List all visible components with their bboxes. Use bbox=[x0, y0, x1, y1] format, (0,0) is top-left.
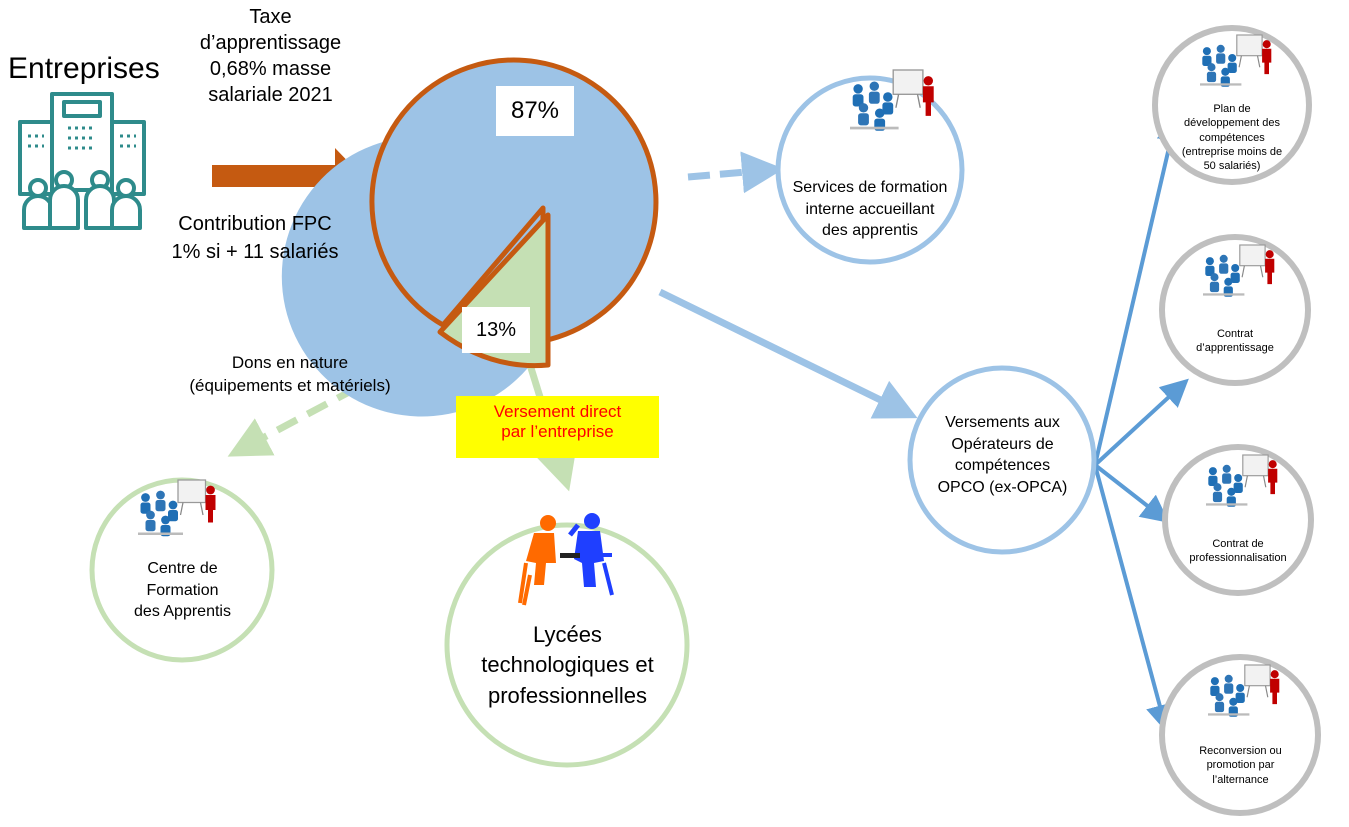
contrat-pro-line: professionnalisation bbox=[1189, 552, 1287, 565]
direct-line: Versement direct bbox=[493, 402, 622, 421]
cfa-line: des Apprentis bbox=[134, 603, 231, 621]
opco-line: Versements aux bbox=[945, 414, 1060, 431]
arrow-to-services bbox=[687, 151, 784, 194]
arrow-to-plan bbox=[1093, 114, 1185, 466]
contrat-pro-circle bbox=[1162, 444, 1314, 596]
plan-circle bbox=[1152, 25, 1312, 185]
plan-line: développement des bbox=[1183, 117, 1280, 130]
opco-text: Versements aux Opérateurs de compétences… bbox=[930, 412, 1075, 498]
dons-text: Dons en nature (équipements et matériels… bbox=[160, 352, 420, 398]
lycees-circle bbox=[444, 522, 690, 768]
fpc-text: Contribution FPC 1% si + 11 salariés bbox=[150, 210, 360, 266]
arrow-to-contrat-pro bbox=[1093, 463, 1170, 523]
direct-payment-box: Versement direct par l’entreprise bbox=[456, 396, 659, 458]
pie-small-label: 13% bbox=[462, 307, 530, 353]
tax-arrow bbox=[212, 148, 362, 204]
services-text: Services de formation interne accueillan… bbox=[790, 177, 950, 242]
plan-line: Plan de bbox=[1213, 103, 1251, 115]
reconversion-line: l’alternance bbox=[1212, 773, 1269, 786]
opco-line: compétences bbox=[954, 457, 1051, 475]
opco-circle bbox=[907, 365, 1097, 555]
lycees-line: Lycées bbox=[533, 622, 602, 647]
contrat-pro-text: Contrat de professionnalisation bbox=[1178, 537, 1298, 566]
lycees-line: professionnelles bbox=[488, 682, 647, 708]
services-circle bbox=[775, 75, 965, 265]
contrat-app-circle bbox=[1159, 234, 1311, 386]
plan-line: 50 salariés) bbox=[1203, 160, 1261, 173]
lycees-line: technologiques et bbox=[481, 652, 654, 678]
plan-line: (entreprise moins de bbox=[1181, 145, 1283, 158]
students-icon bbox=[518, 513, 614, 606]
tax-line: d’apprentissage bbox=[199, 32, 342, 54]
arrow-to-opco bbox=[658, 288, 918, 419]
opco-line: OPCO (ex-OPCA) bbox=[937, 478, 1068, 496]
source-title: Entreprises bbox=[8, 52, 160, 85]
reconversion-circle bbox=[1159, 654, 1321, 816]
reconversion-line: promotion par bbox=[1206, 759, 1275, 772]
tax-line: salariale 2021 bbox=[208, 84, 333, 106]
pie-big-label: 87% bbox=[496, 86, 574, 136]
services-line: Services de formation bbox=[792, 179, 948, 196]
tax-line: Taxe bbox=[249, 6, 292, 28]
dons-line: Dons en nature bbox=[231, 353, 349, 372]
contrat-pro-line: Contrat de bbox=[1212, 538, 1264, 550]
tax-text: Taxe d’apprentissage 0,68% masse salaria… bbox=[178, 4, 363, 108]
contrat-app-line: d’apprentissage bbox=[1196, 342, 1274, 355]
fpc-line: Contribution FPC bbox=[178, 213, 332, 235]
cfa-line: Formation bbox=[146, 581, 219, 599]
dons-line: (équipements et matériels) bbox=[189, 375, 391, 395]
reconversion-line: Reconversion ou bbox=[1199, 745, 1282, 757]
services-line: des apprentis bbox=[821, 222, 919, 240]
cfa-text: Centre de Formation des Apprentis bbox=[120, 558, 245, 623]
contrat-app-line: Contrat bbox=[1216, 328, 1254, 340]
cfa-line: Centre de bbox=[147, 560, 218, 577]
reconversion-text: Reconversion ou promotion par l’alternan… bbox=[1183, 744, 1298, 787]
plan-line: compétences bbox=[1199, 131, 1265, 144]
plan-text: Plan de développement des compétences (e… bbox=[1172, 102, 1292, 173]
services-line: interne accueillant bbox=[805, 200, 935, 218]
tax-line: 0,68% masse bbox=[209, 58, 332, 80]
fpc-line: 1% si + 11 salariés bbox=[171, 241, 339, 263]
arrow-to-contrat-app bbox=[1093, 378, 1189, 467]
arrow-to-reconversion bbox=[1093, 464, 1174, 733]
building-with-people-icon bbox=[18, 92, 146, 230]
lycees-text: Lycées technologiques et professionnelle… bbox=[470, 620, 665, 711]
direct-line: par l’entreprise bbox=[501, 422, 614, 442]
contrat-app-text: Contrat d’apprentissage bbox=[1180, 327, 1290, 356]
opco-line: Opérateurs de bbox=[951, 435, 1054, 453]
